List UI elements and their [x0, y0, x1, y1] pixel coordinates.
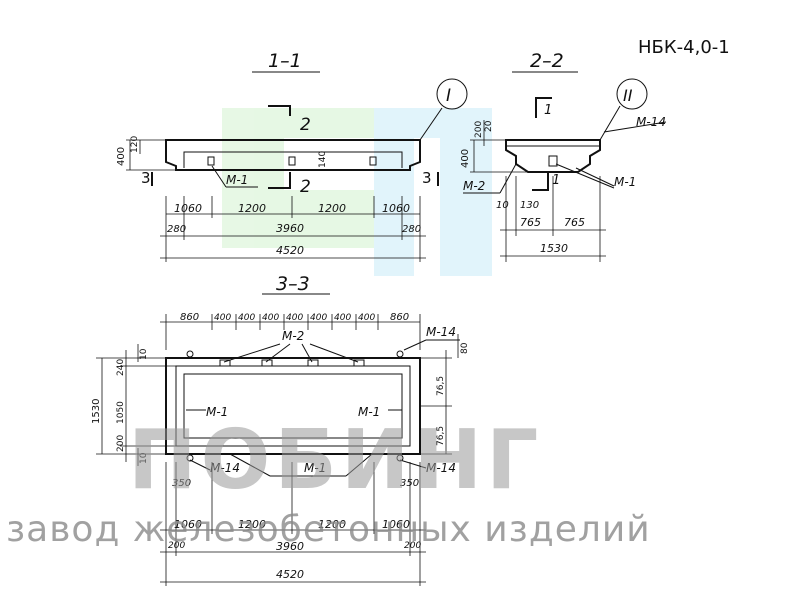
- watermark-tagline: завод железобетонных изделий: [6, 509, 651, 550]
- dim-860-left-s33: 860: [180, 312, 199, 323]
- dim-3960-s11: 3960: [276, 222, 304, 235]
- part-label-m14-s22: М-14: [636, 115, 666, 129]
- callout-circle-1: [436, 78, 468, 110]
- part-label-m1-right-s33: М-1: [358, 405, 380, 419]
- dim-400-e-s33: 400: [310, 313, 327, 323]
- dim-200-s22: 200: [474, 121, 484, 138]
- watermark-logo: [222, 108, 492, 276]
- dim-140-s11: 140: [318, 151, 328, 168]
- dim-1200-b-s33: 1200: [318, 518, 346, 531]
- dim-10-top-s33: 10: [139, 348, 149, 360]
- part-label-m2-s33: М-2: [282, 329, 304, 343]
- part-label-m1-left-s33: М-1: [206, 405, 228, 419]
- dim-20-s22: 20: [484, 120, 494, 132]
- dim-76-5-bottom-s33: 76,5: [436, 426, 446, 446]
- dim-350-left-s33: 350: [172, 478, 191, 489]
- part-label-m14-top-s33: М-14: [426, 325, 456, 339]
- dim-1060-left-s11: 1060: [174, 202, 202, 215]
- part-label-m1-s11: М-1: [226, 173, 248, 187]
- dim-10-s22: 10: [496, 200, 509, 211]
- section-1-1: 1–1 2 2 3 3 I М-1 400 120 140: [116, 50, 468, 262]
- dim-400-d-s33: 400: [286, 313, 303, 323]
- dim-3960-s33: 3960: [276, 540, 304, 553]
- dim-350-right-s33: 350: [400, 478, 419, 489]
- dim-1200-a-s11: 1200: [238, 202, 266, 215]
- section-title-3-3: 3–3: [276, 273, 310, 295]
- dim-400-g-s33: 400: [358, 313, 375, 323]
- callout-circle-2: [616, 78, 648, 110]
- cut-mark-1-top: 1: [544, 103, 552, 118]
- watermark-brand: ПОБИНГ: [128, 413, 542, 508]
- part-label-m2-s22: М-2: [463, 179, 485, 193]
- dim-1200-b-s11: 1200: [318, 202, 346, 215]
- dim-130-s22: 130: [520, 200, 539, 211]
- cut-mark-3-left: 3: [141, 169, 151, 187]
- dim-240-top-s33: 240: [116, 359, 126, 376]
- dim-765-left-s22: 765: [520, 216, 541, 229]
- dim-280-right-s11: 280: [402, 224, 421, 235]
- section-2-2: 2–2 НБК-4,0-1 1 1 II М-14 М-1 М-2 400 20…: [460, 37, 730, 262]
- dim-1530-s33: 1530: [91, 399, 102, 424]
- dim-400-s22: 400: [460, 149, 471, 168]
- part-label-m14-br-s33: М-14: [426, 461, 456, 475]
- dim-200-left-s33: 200: [168, 541, 185, 551]
- dim-4520-s11: 4520: [276, 244, 304, 257]
- dim-860-right-s33: 860: [390, 312, 409, 323]
- callout-label-2: II: [623, 86, 633, 105]
- dim-1530-s22: 1530: [540, 242, 568, 255]
- dim-1050-s33: 1050: [116, 401, 126, 424]
- dim-10-bottom-s33: 10: [139, 452, 149, 464]
- cut-mark-2-top: 2: [300, 115, 311, 135]
- cut-mark-3-right: 3: [422, 169, 432, 187]
- cut-mark-1-bottom: 1: [552, 173, 560, 188]
- dim-765-right-s22: 765: [564, 216, 585, 229]
- part-label-m1-s22: М-1: [614, 175, 636, 189]
- dim-120-s11: 120: [130, 136, 140, 153]
- dim-400-a-s33: 400: [214, 313, 231, 323]
- dim-400-c-s33: 400: [262, 313, 279, 323]
- part-label-m14-bl-s33: М-14: [210, 461, 240, 475]
- dim-400-s11: 400: [116, 147, 127, 166]
- dim-400-b-s33: 400: [238, 313, 255, 323]
- dim-1060-right-s11: 1060: [382, 202, 410, 215]
- dim-280-left-s11: 280: [167, 224, 186, 235]
- dim-200-s33: 200: [116, 435, 126, 452]
- dim-80-s33: 80: [460, 342, 470, 354]
- dim-1200-a-s33: 1200: [238, 518, 266, 531]
- dim-1060-left-s33: 1060: [174, 518, 202, 531]
- dim-4520-s33: 4520: [276, 568, 304, 581]
- section-3-3: 3–3 860 400 400 400 400 400 400 400 860 …: [91, 273, 470, 586]
- dim-76-5-top-s33: 76,5: [436, 376, 446, 396]
- dim-200-right-s33: 200: [404, 541, 421, 551]
- cut-mark-2-bottom: 2: [300, 177, 311, 197]
- section-title-1-1: 1–1: [268, 50, 302, 72]
- callout-label-1: I: [446, 86, 451, 106]
- section-title-2-2: 2–2: [530, 50, 564, 72]
- product-code: НБК-4,0-1: [638, 37, 730, 58]
- dim-1060-right-s33: 1060: [382, 518, 410, 531]
- dim-400-f-s33: 400: [334, 313, 351, 323]
- part-label-m1-bottom-s33: М-1: [304, 461, 326, 475]
